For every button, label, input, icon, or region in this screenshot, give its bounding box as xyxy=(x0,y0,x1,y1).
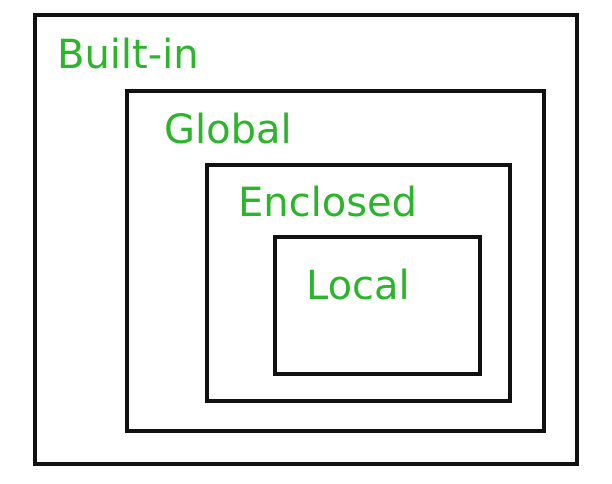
enclosed-scope-label: Enclosed xyxy=(238,180,418,226)
local-scope-label: Local xyxy=(306,263,410,309)
local-scope-box xyxy=(273,235,482,376)
global-scope-label: Global xyxy=(164,107,292,153)
builtin-scope-label: Built-in xyxy=(57,32,199,78)
global-scope-box xyxy=(125,89,546,433)
builtin-scope-box xyxy=(33,13,579,466)
enclosed-scope-box xyxy=(205,163,512,403)
